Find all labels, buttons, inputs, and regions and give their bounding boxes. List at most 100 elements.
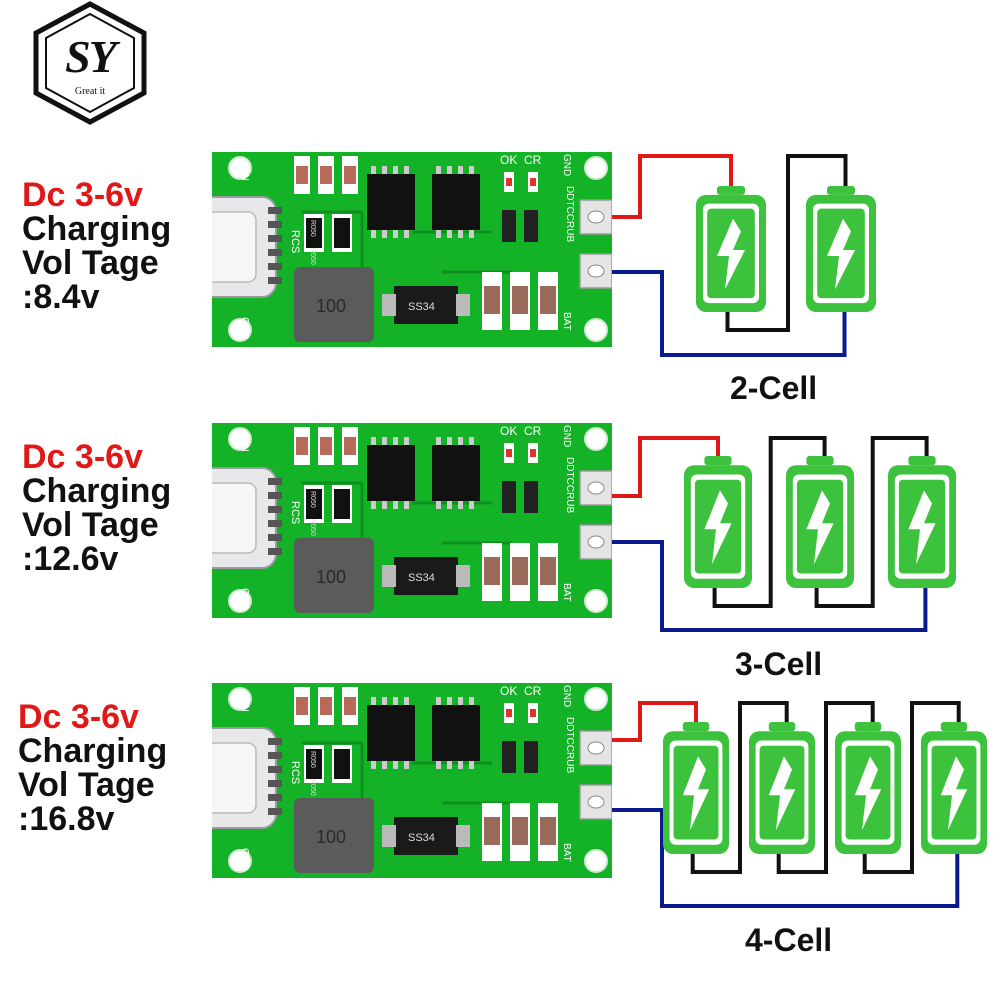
battery-icon <box>888 456 956 588</box>
capacitor <box>512 286 528 314</box>
ok-label: OK <box>500 684 517 698</box>
gnd-label: GND <box>239 588 250 610</box>
inductor <box>294 267 374 342</box>
gnd-label: GND <box>561 685 572 707</box>
svg-text:R050: R050 <box>309 220 316 237</box>
negative-wire <box>612 540 928 632</box>
inductor-label: 100 <box>316 567 346 587</box>
capacitor <box>296 697 308 715</box>
capacitor <box>344 437 356 455</box>
inductor-label: 100 <box>316 827 346 847</box>
mounting-hole <box>228 849 252 873</box>
resistor <box>502 210 516 242</box>
row-1-label: Dc 3-6v Charging Vol Tage :8.4v <box>22 178 171 314</box>
battery-icon <box>749 722 815 854</box>
cell-count-label: 4-Cell <box>745 922 833 958</box>
inductor-label: 100 <box>316 296 346 316</box>
ok-label: OK <box>500 153 517 167</box>
capacitor <box>296 166 308 184</box>
diode-label: SS34 <box>408 301 435 313</box>
capacitor <box>320 166 332 184</box>
capacitor <box>484 286 500 314</box>
series-wire <box>776 701 875 874</box>
hexagon-logo-icon <box>33 1 147 125</box>
negative-wire <box>612 808 960 908</box>
diode-label: SS34 <box>408 832 435 844</box>
capacitor <box>320 437 332 455</box>
inductor <box>294 538 374 613</box>
series-wire <box>690 701 789 874</box>
series-wire <box>725 154 848 332</box>
logo-mark: SY <box>65 31 117 82</box>
sense-resistor <box>334 489 350 519</box>
svg-text:R050: R050 <box>309 751 316 768</box>
mounting-hole <box>584 318 608 342</box>
resistor <box>502 481 516 513</box>
input-voltage: Dc 3-6v <box>22 176 143 214</box>
resistor <box>524 481 538 513</box>
mounting-hole <box>228 156 252 180</box>
gnd-label: GND <box>239 848 250 870</box>
ic-chip <box>367 174 415 230</box>
diode <box>394 286 458 324</box>
input-voltage: Dc 3-6v <box>18 698 139 736</box>
mounting-hole <box>228 687 252 711</box>
capacitor <box>540 286 556 314</box>
voltage-text: Vol Tage <box>22 506 159 544</box>
ok-label: OK <box>500 424 517 438</box>
voltage-text: Vol Tage <box>18 766 155 804</box>
voltage-text: Vol Tage <box>22 244 159 282</box>
capacitor <box>484 817 500 845</box>
battery-icon <box>696 186 766 312</box>
mounting-hole <box>228 427 252 451</box>
positive-wire <box>612 436 720 498</box>
battery-icon <box>663 722 729 854</box>
diode <box>394 817 458 855</box>
capacitor <box>484 557 500 585</box>
charging-text: Charging <box>22 472 172 510</box>
pad-label: DDTCCRUB <box>564 717 575 773</box>
bat-label: BAT <box>561 583 572 602</box>
charging-voltage: :16.8v <box>18 800 115 838</box>
inductor <box>294 798 374 873</box>
logo-tagline: Great it <box>74 86 106 97</box>
sense-resistor <box>306 218 322 248</box>
diode-label: SS34 <box>408 572 435 584</box>
battery-icon <box>786 456 854 588</box>
series-wire <box>814 436 929 608</box>
bat-label: BAT <box>561 843 572 862</box>
svg-text:R050: R050 <box>309 519 316 536</box>
resistor <box>524 741 538 773</box>
ic-chip <box>432 174 480 230</box>
rcs-label: RCS <box>289 501 301 524</box>
battery-icon <box>921 722 987 854</box>
charging-text: Charging <box>18 732 168 770</box>
series-wire <box>712 436 827 608</box>
charging-text: Charging <box>22 210 172 248</box>
vin-label: VIN <box>239 435 250 452</box>
cell-count-label: 2-Cell <box>730 370 818 406</box>
battery-icon <box>806 186 876 312</box>
gnd-label: GND <box>561 425 572 447</box>
rcs-label: RCS <box>289 761 301 784</box>
capacitor <box>512 557 528 585</box>
ic-chip <box>432 705 480 761</box>
mounting-hole <box>584 156 608 180</box>
capacitor <box>344 697 356 715</box>
capacitor <box>296 437 308 455</box>
rcs-label: RCS <box>289 230 301 253</box>
pad-label: DDTCCRUB <box>564 186 575 242</box>
ic-chip <box>367 705 415 761</box>
gnd-label: GND <box>239 317 250 339</box>
resistor <box>502 741 516 773</box>
capacitor <box>320 697 332 715</box>
cell-count-label: 3-Cell <box>735 646 823 682</box>
pad-label: DDTCCRUB <box>564 457 575 513</box>
negative-wire <box>612 270 847 357</box>
vin-label: VIN <box>239 164 250 181</box>
diode <box>394 557 458 595</box>
